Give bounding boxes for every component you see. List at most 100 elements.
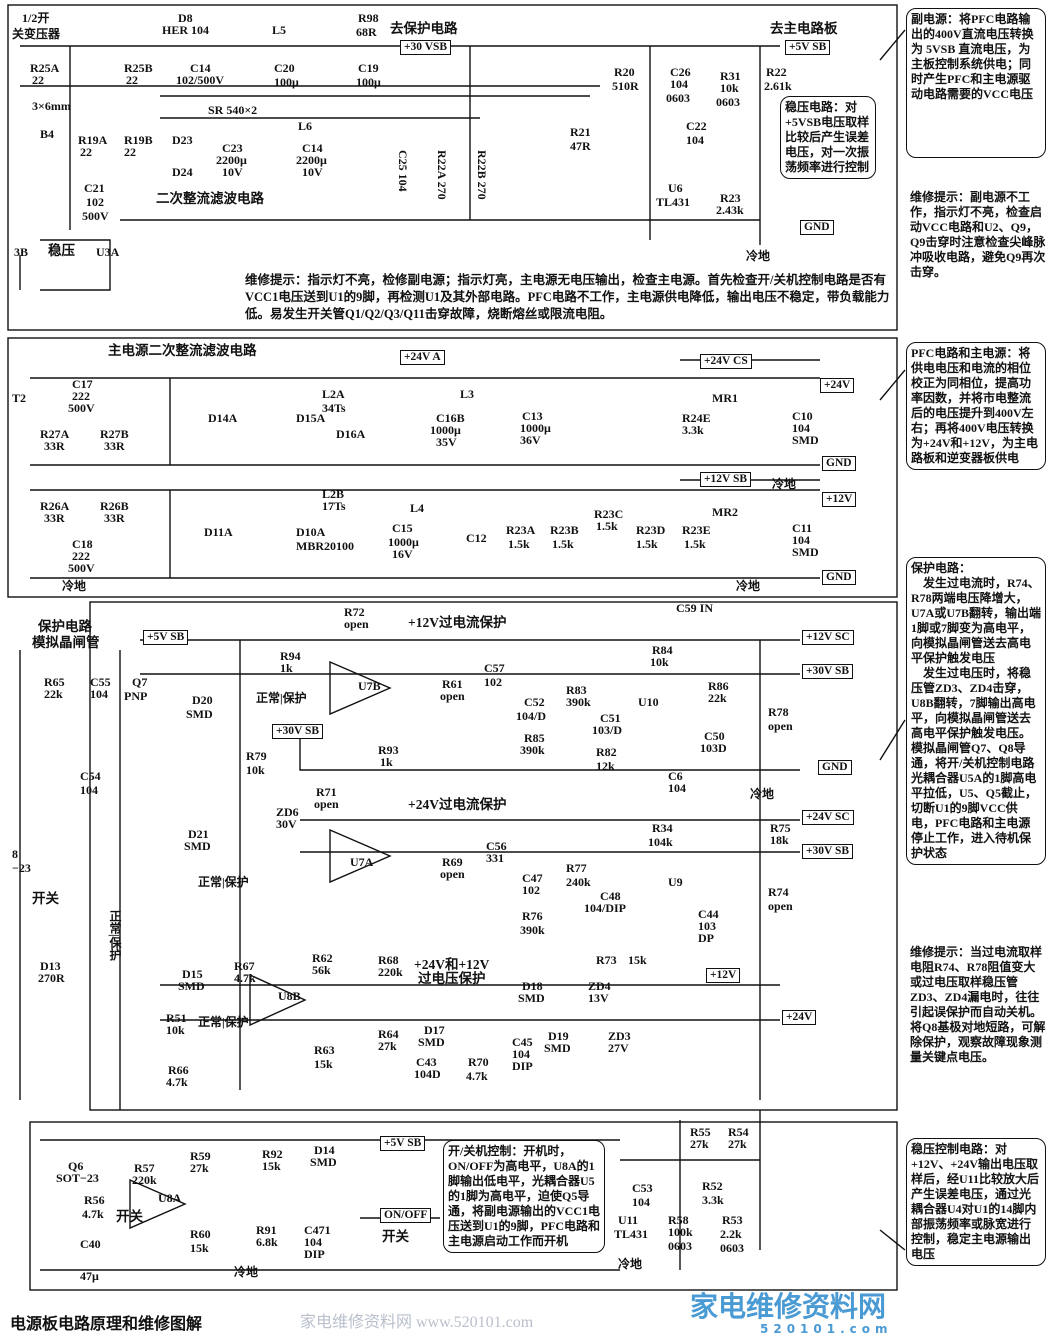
component-label: 过电压保护 — [418, 971, 486, 986]
component-label: C50 — [704, 729, 725, 743]
component-label: 冷地 — [62, 579, 87, 593]
watermark: 家电维修资料网 www.520101.com — [300, 1314, 534, 1331]
component-label: 模拟晶闸管 — [32, 635, 100, 650]
component-label: C21 — [84, 181, 105, 195]
component-label: L2A — [322, 387, 345, 401]
component-label: C47 — [522, 871, 543, 885]
component-label: C48 — [600, 889, 621, 903]
component-label: C22 — [686, 119, 707, 133]
component-label: R66 — [168, 1063, 189, 1077]
component-label: 331 — [486, 851, 504, 865]
component-label: GND — [818, 760, 852, 775]
component-label: 27k — [728, 1137, 747, 1151]
component-label: R27B — [100, 427, 129, 441]
component-label: R65 — [44, 675, 65, 689]
component-label: 1000μ — [388, 535, 419, 549]
component-label: U11 — [618, 1213, 639, 1227]
component-label: R22B 270 — [475, 150, 489, 200]
component-label: open — [344, 617, 369, 631]
component-label: R55 — [690, 1125, 711, 1139]
component-label: GND — [800, 220, 834, 235]
component-label: SMD — [792, 433, 819, 447]
component-label: C25 104 — [396, 150, 410, 192]
note-main-tip: 维修提示：指示灯不亮，检修副电源；指示灯亮，主电源无电压输出，检查主电源。首先检… — [245, 273, 890, 321]
component-label: 500V — [68, 561, 95, 575]
component-label: 36V — [520, 433, 541, 447]
component-label: 390k — [566, 695, 591, 709]
component-label: SMD — [518, 991, 545, 1005]
component-label: +24V — [820, 378, 855, 393]
component-label: 34Ts — [322, 401, 346, 415]
component-label: 10k — [650, 655, 669, 669]
component-label: C53 — [632, 1181, 653, 1195]
component-label: U7B — [358, 679, 381, 693]
component-label: R58 — [668, 1213, 689, 1227]
note-pfc: PFC电路和主电源：将供电电压和电流的相位校正为同相位，提高功率因数，并将市电整… — [906, 342, 1046, 470]
component-label: 12k — [596, 759, 615, 773]
component-label: R20 — [614, 65, 635, 79]
component-label: 100μ — [274, 75, 299, 89]
component-label: 6.8k — [256, 1235, 278, 1249]
component-label: open — [440, 867, 465, 881]
panel-aux-power — [7, 4, 898, 331]
component-label: 35V — [436, 435, 457, 449]
component-label: +5V SB — [785, 40, 831, 55]
component-label: L5 — [272, 23, 287, 37]
component-label: +24V和+12V — [414, 957, 490, 972]
component-label: 0603 — [668, 1239, 692, 1253]
protection-wiring — [19, 639, 800, 1110]
note-onoff: 开/关机控制：开机时，ON/OFF为高电平，U8A的1脚输出低电平，光耦合器U5… — [443, 1140, 605, 1253]
component-label: 220k — [132, 1173, 157, 1187]
component-label: +30V SB — [802, 664, 854, 679]
component-label: 冷地 — [750, 787, 775, 801]
component-label: 冷地 — [234, 1265, 259, 1279]
component-label: D15A — [296, 411, 326, 425]
component-label: 22k — [44, 687, 63, 701]
component-label: U6 — [668, 181, 683, 195]
component-label: 27k — [378, 1039, 397, 1053]
component-label: 102 — [484, 675, 502, 689]
component-label: R23B — [550, 523, 579, 537]
note-protection: 保护电路： 发生过电流时，R74、R78两端电压降增大，U7A或U7B翻转，输出… — [906, 557, 1046, 865]
component-label: 3B — [14, 245, 29, 259]
component-label: 4.7k — [466, 1069, 488, 1083]
component-label: +12V SB — [700, 472, 752, 487]
component-label: 16V — [392, 547, 413, 561]
component-label: 开关 — [116, 1209, 143, 1224]
component-label: R19A — [78, 133, 108, 147]
component-label: 270R — [38, 971, 65, 985]
component-label: D14A — [208, 411, 238, 425]
component-label: 104 — [80, 783, 98, 797]
component-label: U8A — [158, 1191, 182, 1205]
component-label: 104 — [792, 421, 810, 435]
component-label: 104 — [686, 133, 704, 147]
component-label: 15k — [190, 1241, 209, 1255]
component-label: 22k — [708, 691, 727, 705]
component-label: R27A — [40, 427, 70, 441]
component-label: 2.2k — [720, 1227, 742, 1241]
component-label: C56 — [486, 839, 507, 853]
component-label: DIP — [512, 1059, 533, 1073]
component-label: 18k — [770, 833, 789, 847]
component-label: open — [440, 689, 465, 703]
component-label: D21 — [188, 827, 209, 841]
component-label: R70 — [468, 1055, 489, 1069]
component-label: D18 — [522, 979, 543, 993]
component-label: R78 — [768, 705, 789, 719]
component-label: C23 — [222, 141, 243, 155]
component-label: 10k — [246, 763, 265, 777]
annotation-pointers — [879, 29, 906, 1251]
component-label: 稳压 — [48, 243, 75, 258]
component-label: 100μ — [356, 75, 381, 89]
component-label: R25B — [124, 61, 153, 75]
component-label: 10V — [302, 165, 323, 179]
component-label: 0603 — [720, 1241, 744, 1255]
component-label: R73 — [596, 953, 617, 967]
component-label: 22 — [80, 145, 92, 159]
component-label: R75 — [770, 821, 791, 835]
component-label: 去主电路板 — [770, 21, 838, 36]
component-label: open — [768, 899, 793, 913]
component-label: R26B — [100, 499, 129, 513]
component-label: 开关 — [382, 1229, 409, 1244]
